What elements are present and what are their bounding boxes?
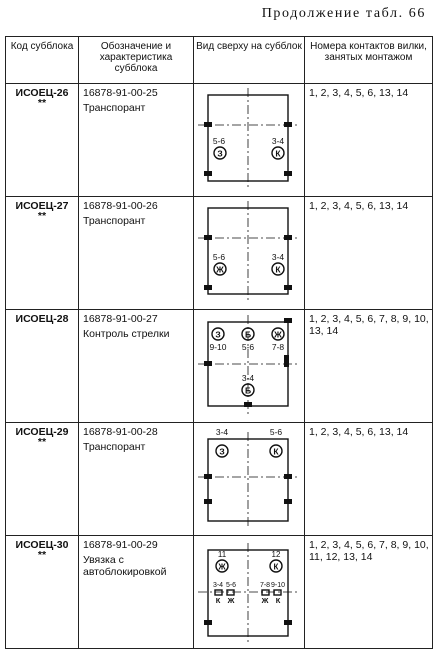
lamp-letter: Ж [273,330,282,340]
top-view-cell: 5-6 3-4 Ж К [193,196,305,310]
table-caption: Продолжение табл. 66 [261,6,426,21]
contact-label: 9-10 [209,342,226,352]
top-view-diagram: 3-4 5-6 З К [198,427,298,529]
subblock-code-cell: ИСОЕЦ-28 [5,309,79,423]
top-view-diagram: 5-6 3-4 З К [198,88,298,188]
designation-name: Транспорант [83,102,146,114]
lamp-letter: К [216,596,221,605]
designation-cell: 16878-91-00-28 Транспорант [78,422,194,536]
subblock-mark: ** [37,97,47,109]
subblock-mark: ** [37,210,47,222]
lamp-letter: К [274,563,279,572]
subblock-code: ИСОЕЦ-27 [15,200,69,212]
designation-number: 16878-91-00-26 [83,200,158,212]
lamp-letter: К [276,596,281,605]
lamp-letter: З [219,447,224,457]
subblock-code: ИСОЕЦ-28 [15,313,69,325]
table-row: ИСОЕЦ-28 16878-91-00-27 Контроль стрелки [5,309,433,423]
designation-cell: 16878-91-00-26 Транспорант [78,196,194,310]
subblock-mark: ** [37,436,47,448]
designation-name: Транспорант [83,441,146,453]
contact-label: 7-8 [260,582,270,589]
contact-label: 5-6 [226,582,236,589]
table-row: ИСОЕЦ-27 ** 16878-91-00-26 Транспорант [5,196,433,310]
subblock-table: Код субблока Обозначение и характеристик… [5,36,433,649]
lamp-letter: К [273,447,279,457]
contact-label: 3-4 [272,136,285,146]
contact-label: 5-6 [213,136,226,146]
lamp-letter: З [215,330,220,340]
subblock-code-cell: ИСОЕЦ-29 ** [5,422,79,536]
contact-label: 3-4 [272,252,285,262]
top-view-diagram: З Б Ж Б 9-10 5-6 7-8 3-4 [198,315,298,414]
header-contacts: Номера контактов вилки, занятых монтажом [304,36,433,84]
lamp-letter: Ж [215,265,224,275]
lamp-letter: К [275,265,281,275]
designation-name: Транспорант [83,215,146,227]
lamp-letter: Б [245,386,251,396]
designation-cell: 16878-91-00-29 Увязка с автоблокировкой [78,535,194,649]
contact-label: 5-6 [242,342,255,352]
contact-label: 5-6 [213,252,226,262]
subblock-code: ИСОЕЦ-29 [15,426,69,438]
designation-name: Увязка с автоблокировкой [83,554,167,578]
lamp-letter: Ж [261,596,269,605]
subblock-mark: ** [37,549,47,561]
contacts-cell: 1, 2, 3, 4, 5, 6, 13, 14 [304,83,433,197]
header-designation: Обозначение и характеристика субблока [78,36,194,84]
top-view-diagram: 11 12 Ж К 3-4 5-6 7-8 9-10 К Ж Ж К [198,543,298,643]
top-view-cell: 11 12 Ж К 3-4 5-6 7-8 9-10 К Ж Ж К [193,535,305,649]
contacts-cell: 1, 2, 3, 4, 5, 6, 13, 14 [304,196,433,310]
contact-label: 7-8 [272,342,285,352]
top-view-cell: 3-4 5-6 З К [193,422,305,536]
header-row: Код субблока Обозначение и характеристик… [5,36,433,84]
contact-label: 12 [272,550,281,559]
lamp-letter: К [275,149,281,159]
contact-label: 9-10 [271,582,285,589]
table-row: ИСОЕЦ-26 ** 16878-91-00-25 Транспорант [5,83,433,197]
designation-number: 16878-91-00-29 [83,539,158,551]
top-view-cell: З Б Ж Б 9-10 5-6 7-8 3-4 [193,309,305,423]
contact-label: 3-4 [213,582,223,589]
contact-label: 3-4 [216,427,229,437]
contact-label: 5-6 [270,427,283,437]
lamp-letter: З [217,149,222,159]
contact-label: 11 [218,550,227,559]
subblock-code: ИСОЕЦ-26 [15,87,69,99]
designation-cell: 16878-91-00-27 Контроль стрелки [78,309,194,423]
designation-number: 16878-91-00-25 [83,87,158,99]
designation-cell: 16878-91-00-25 Транспорант [78,83,194,197]
header-code: Код субблока [5,36,79,84]
table-row: ИСОЕЦ-30 ** 16878-91-00-29 Увязка с авто… [5,535,433,649]
subblock-code: ИСОЕЦ-30 [15,539,69,551]
subblock-code-cell: ИСОЕЦ-26 ** [5,83,79,197]
header-top-view: Вид сверху на субблок [193,36,305,84]
designation-number: 16878-91-00-27 [83,313,158,325]
designation-name: Контроль стрелки [83,328,170,340]
contacts-cell: 1, 2, 3, 4, 5, 6, 7, 8, 9, 10, 11, 12, 1… [304,535,433,649]
subblock-code-cell: ИСОЕЦ-30 ** [5,535,79,649]
table-row: ИСОЕЦ-29 ** 16878-91-00-28 Транспорант [5,422,433,536]
designation-number: 16878-91-00-28 [83,426,158,438]
lamp-letter: Ж [227,596,235,605]
top-view-diagram: 5-6 3-4 Ж К [198,201,298,301]
contacts-cell: 1, 2, 3, 4, 5, 6, 7, 8, 9, 10, 13, 14 [304,309,433,423]
contact-label: 3-4 [242,373,255,383]
contacts-cell: 1, 2, 3, 4, 5, 6, 13, 14 [304,422,433,536]
top-view-cell: 5-6 3-4 З К [193,83,305,197]
lamp-letter: Б [245,330,251,340]
subblock-code-cell: ИСОЕЦ-27 ** [5,196,79,310]
lamp-letter: Ж [217,563,226,572]
